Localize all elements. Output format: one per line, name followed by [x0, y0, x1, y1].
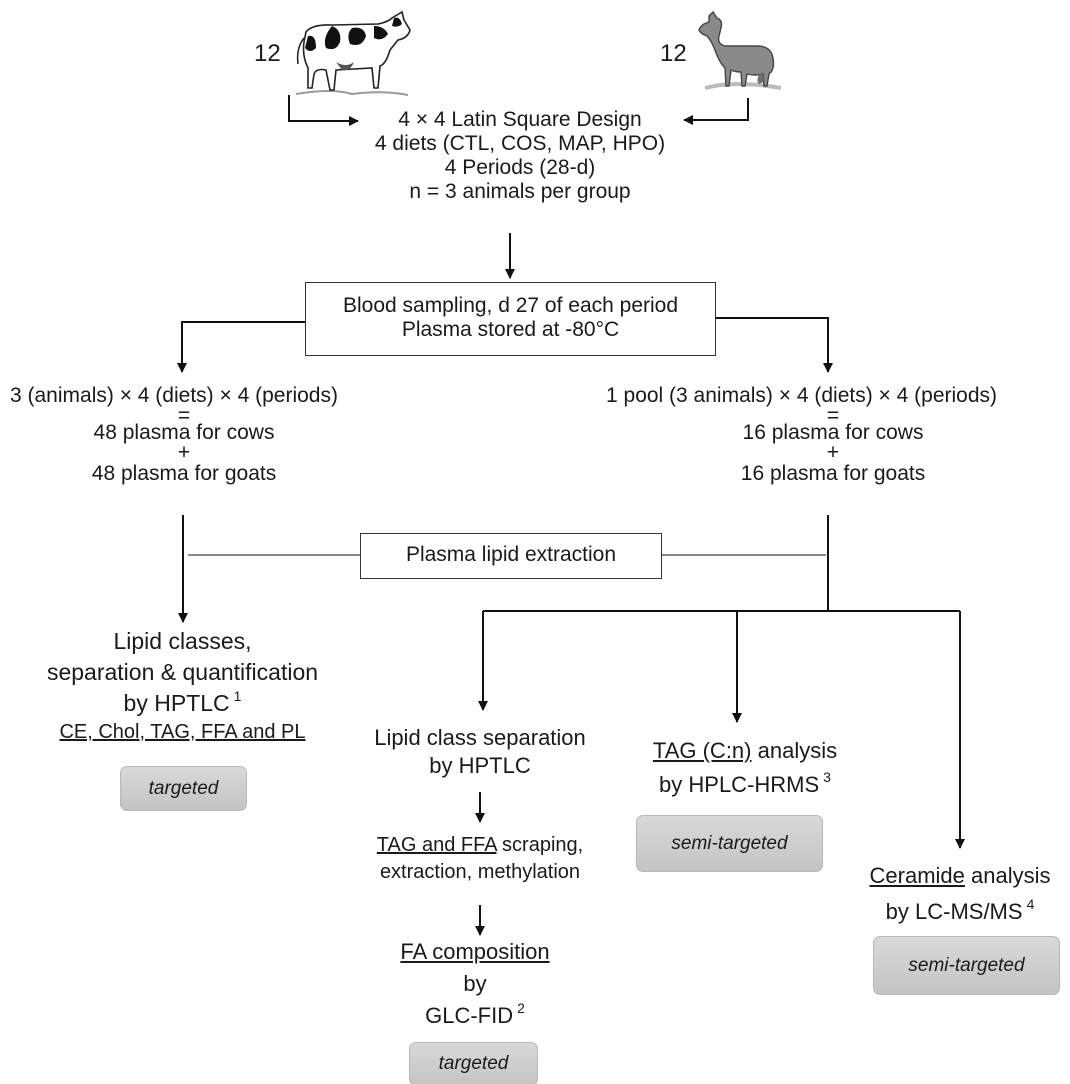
- design-line-2: 4 diets (CTL, COS, MAP, HPO): [374, 132, 666, 155]
- tag-title-rest: analysis: [751, 738, 838, 763]
- left-cows: 48 plasma for cows: [93, 421, 275, 444]
- left-formula: 3 (animals) × 4 (diets) × 4 (periods): [10, 384, 338, 407]
- lipid-classes-ref: 1: [233, 688, 242, 704]
- right-goats: 16 plasma for goats: [740, 462, 926, 485]
- cow-illustration: [295, 10, 411, 96]
- design-block: 4 × 4 Latin Square Design 4 diets (CTL, …: [360, 108, 680, 204]
- sampling-line-2: Plasma stored at -80°C: [401, 318, 620, 341]
- goat-to-design-arrow: [683, 98, 749, 125]
- sampling-to-right-arrow: [716, 317, 833, 373]
- scraping-target: TAG and FFA: [376, 834, 497, 856]
- hptlc-line-1: Lipid class separation: [374, 725, 586, 750]
- fa-by: by: [463, 971, 487, 996]
- ceramide-title: Ceramide: [869, 863, 965, 888]
- lipid-classes-method: by HPTLC: [123, 690, 230, 716]
- right-plus: +: [826, 441, 840, 464]
- lipid-classes-line-1: Lipid classes,: [113, 628, 252, 654]
- sampling-line-1: Blood sampling, d 27 of each period: [342, 294, 679, 317]
- sampling-to-left-arrow: [177, 321, 305, 373]
- goat-illustration: [698, 10, 782, 90]
- ceramide-ref: 4: [1026, 896, 1035, 912]
- fa-ref: 2: [517, 1000, 525, 1016]
- scraping-line-1: TAG and FFA scraping,: [345, 832, 615, 859]
- goat-count: 12: [660, 40, 687, 67]
- fa-method: GLC-FID: [425, 1003, 514, 1028]
- hptlc-line-2: by HPTLC: [429, 753, 531, 778]
- left-counts: = 48 plasma for cows + 48 plasma for goa…: [73, 404, 295, 485]
- tag-title-line: TAG (C:n) analysis: [625, 734, 865, 768]
- scraping-rest: scraping,: [496, 834, 584, 856]
- lipid-classes-line-2: separation & quantification: [46, 659, 319, 685]
- cow-count: 12: [254, 40, 281, 67]
- design-line-1: 4 × 4 Latin Square Design: [398, 108, 642, 131]
- ceramide-title-line: Ceramide analysis: [845, 858, 1070, 894]
- lipid-classes-block: Lipid classes, separation & quantificati…: [20, 626, 345, 722]
- ceramide-title-rest: analysis: [964, 863, 1051, 888]
- tag-method: by HPLC-HRMS: [659, 772, 820, 797]
- right-cows: 16 plasma for cows: [742, 421, 924, 444]
- semi-targeted-badge-ceramide: semi-targeted: [873, 936, 1060, 995]
- cow-to-design-arrow: [288, 95, 359, 126]
- left-equals: =: [177, 404, 191, 427]
- blood-sampling-box: Blood sampling, d 27 of each period Plas…: [305, 282, 716, 356]
- scraping-line-2: extraction, methylation: [379, 861, 581, 883]
- left-goats: 48 plasma for goats: [91, 462, 277, 485]
- tag-title: TAG (C:n): [652, 738, 752, 763]
- lipid-classes-list: CE, Chol, TAG, FFA and PL: [59, 721, 306, 743]
- tag-ref: 3: [823, 769, 831, 785]
- ceramide-method: by LC-MS/MS: [885, 899, 1023, 924]
- targeted-badge-left: targeted: [120, 766, 247, 811]
- right-formula: 1 pool (3 animals) × 4 (diets) × 4 (peri…: [606, 384, 998, 407]
- design-line-3: 4 Periods (28-d): [444, 156, 596, 179]
- scraping-block: TAG and FFA scraping, extraction, methyl…: [345, 832, 615, 886]
- hptlc-separation-block: Lipid class separation by HPTLC: [350, 724, 610, 780]
- lipid-extraction-box: Plasma lipid extraction: [360, 533, 662, 579]
- fa-title: FA composition: [400, 939, 550, 964]
- left-plus: +: [177, 441, 191, 464]
- extraction-label: Plasma lipid extraction: [405, 543, 617, 566]
- targeted-badge-fa: targeted: [409, 1042, 538, 1084]
- semi-targeted-badge-tag: semi-targeted: [636, 815, 823, 872]
- design-line-4: n = 3 animals per group: [409, 180, 631, 203]
- right-counts: = 16 plasma for cows + 16 plasma for goa…: [722, 404, 944, 485]
- right-equals: =: [826, 404, 840, 427]
